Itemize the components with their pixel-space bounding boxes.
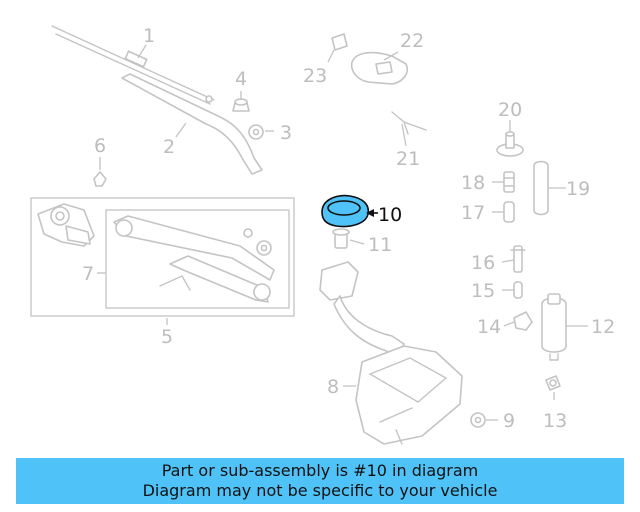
callout-1: 1 bbox=[143, 25, 155, 47]
hose-joint-part bbox=[503, 171, 515, 193]
linkage-subassembly-outline bbox=[105, 209, 290, 309]
callout-17: 17 bbox=[461, 202, 485, 224]
pivot-clip-part bbox=[93, 171, 107, 187]
pump-seal-part bbox=[513, 281, 523, 299]
callout-13: 13 bbox=[543, 410, 567, 432]
callout-18: 18 bbox=[461, 172, 485, 194]
filler-neck-part bbox=[332, 228, 350, 249]
linkage-assembly-outline bbox=[30, 197, 295, 317]
callout-10: 10 bbox=[378, 204, 402, 226]
callout-15: 15 bbox=[471, 280, 495, 302]
wiper-linkage-part bbox=[113, 215, 275, 303]
callout-8: 8 bbox=[327, 376, 339, 398]
reservoir-grommet-part bbox=[496, 131, 524, 157]
callout-4: 4 bbox=[235, 68, 247, 90]
wiper-arm-part bbox=[121, 73, 263, 175]
reservoir-nut-part bbox=[470, 412, 486, 428]
washer-pump-part bbox=[541, 293, 567, 361]
callout-16: 16 bbox=[471, 252, 495, 274]
washer-nozzle-part bbox=[350, 51, 408, 85]
wiper-blade-part bbox=[51, 25, 215, 105]
callout-20: 20 bbox=[498, 99, 522, 121]
banner-line-disclaimer: Diagram may not be specific to your vehi… bbox=[142, 481, 498, 500]
callout-11: 11 bbox=[368, 234, 392, 256]
callout-14: 14 bbox=[477, 316, 501, 338]
callout-23: 23 bbox=[303, 65, 327, 87]
arm-nut-part bbox=[248, 124, 264, 140]
pump-connector-part bbox=[513, 311, 533, 331]
callout-6: 6 bbox=[94, 135, 106, 157]
callout-9: 9 bbox=[503, 410, 515, 432]
callout-19: 19 bbox=[566, 178, 590, 200]
callout-numbers: 1 2 3 4 5 6 7 8 9 10 11 12 13 14 15 16 1… bbox=[82, 25, 615, 432]
callout-5: 5 bbox=[161, 326, 173, 348]
callout-12: 12 bbox=[591, 316, 615, 338]
callout-22: 22 bbox=[400, 30, 424, 52]
reservoir-cap-part bbox=[321, 194, 378, 228]
part-info-banner: Part or sub-assembly is #10 in diagram D… bbox=[16, 458, 624, 504]
arm-cap-part bbox=[232, 98, 250, 112]
callout-3: 3 bbox=[280, 122, 292, 144]
callout-7: 7 bbox=[82, 263, 94, 285]
callout-leaders bbox=[97, 44, 588, 421]
hose-connector-part bbox=[391, 111, 427, 135]
banner-line-part: Part or sub-assembly is #10 in diagram bbox=[161, 461, 479, 480]
check-valve-part bbox=[503, 201, 515, 223]
washer-hose-part bbox=[533, 160, 549, 216]
wiper-motor-part bbox=[37, 203, 95, 247]
pump-grommet-part bbox=[545, 375, 561, 391]
nozzle-cap-part bbox=[331, 33, 348, 51]
washer-reservoir-part bbox=[319, 261, 463, 445]
callout-2: 2 bbox=[163, 136, 175, 158]
level-sensor-part bbox=[510, 245, 526, 273]
callout-21: 21 bbox=[396, 148, 420, 170]
